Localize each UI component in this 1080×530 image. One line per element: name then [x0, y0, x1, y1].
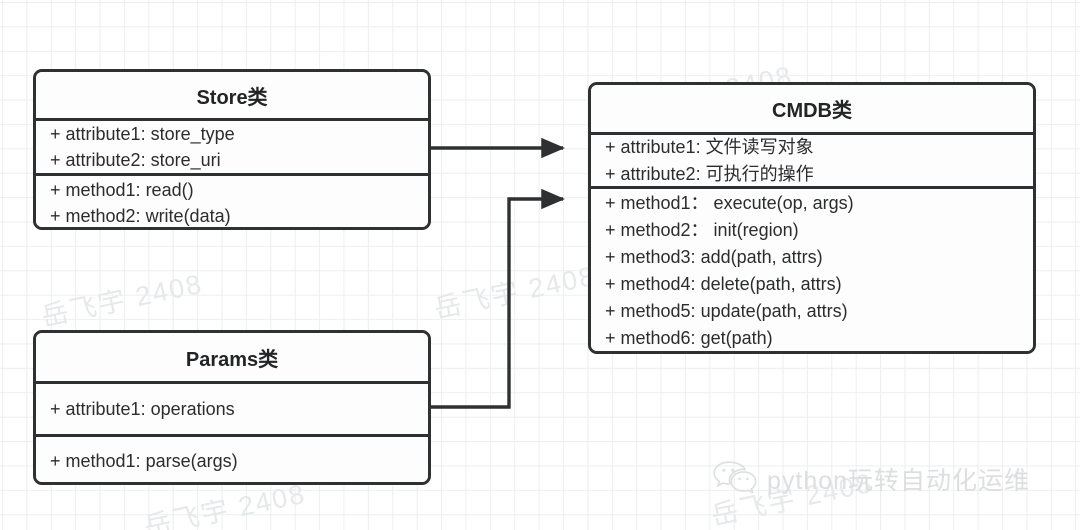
class-methods-params: + method1: parse(args): [36, 434, 428, 482]
watermark: 岳飞宇 2408: [431, 260, 599, 325]
class-method-row: + method2： init(region): [605, 219, 799, 240]
class-attribute-row: + attribute2: store_uri: [50, 150, 221, 170]
class-box-store[interactable]: Store类 + attribute1: store_type + attrib…: [33, 69, 431, 230]
class-method-row: + method3: add(path, attrs): [605, 246, 823, 267]
class-box-params[interactable]: Params类 + attribute1: operations + metho…: [33, 330, 431, 485]
wechat-icon: [712, 459, 758, 498]
brand-footer: python玩转自动化运维: [712, 459, 1030, 498]
class-attribute-row: + attribute1: operations: [50, 399, 235, 419]
class-box-cmdb[interactable]: CMDB类 + attribute1: 文件读写对象 + attribute2:…: [588, 82, 1036, 354]
brand-text: python玩转自动化运维: [767, 466, 1031, 495]
class-method-row: + method1: read(): [50, 180, 194, 200]
class-title-cmdb: CMDB类: [591, 85, 1033, 132]
class-method-row: + method4: delete(path, attrs): [605, 273, 842, 294]
class-attributes-params: + attribute1: operations: [36, 381, 428, 434]
class-attribute-row: + attribute1: 文件读写对象: [605, 136, 814, 157]
class-attributes-store: + attribute1: store_type + attribute2: s…: [36, 118, 428, 173]
class-methods-store: + method1: read() + method2: write(data): [36, 173, 428, 227]
class-method-row: + method2: write(data): [50, 206, 231, 226]
class-title-params: Params类: [36, 333, 428, 381]
class-methods-cmdb: + method1： execute(op, args) + method2： …: [591, 186, 1033, 351]
watermark: 岳飞宇 2408: [38, 268, 206, 333]
class-attribute-row: + attribute1: store_type: [50, 124, 235, 144]
connector-params-to-cmdb: [431, 188, 566, 409]
class-attribute-row: + attribute2: 可执行的操作: [605, 163, 814, 184]
class-attributes-cmdb: + attribute1: 文件读写对象 + attribute2: 可执行的操…: [591, 132, 1033, 186]
class-method-row: + method1: parse(args): [50, 451, 238, 471]
class-method-row: + method1： execute(op, args): [605, 192, 854, 213]
class-method-row: + method6: get(path): [605, 327, 773, 348]
class-method-row: + method5: update(path, attrs): [605, 300, 848, 321]
class-title-store: Store类: [36, 72, 428, 118]
